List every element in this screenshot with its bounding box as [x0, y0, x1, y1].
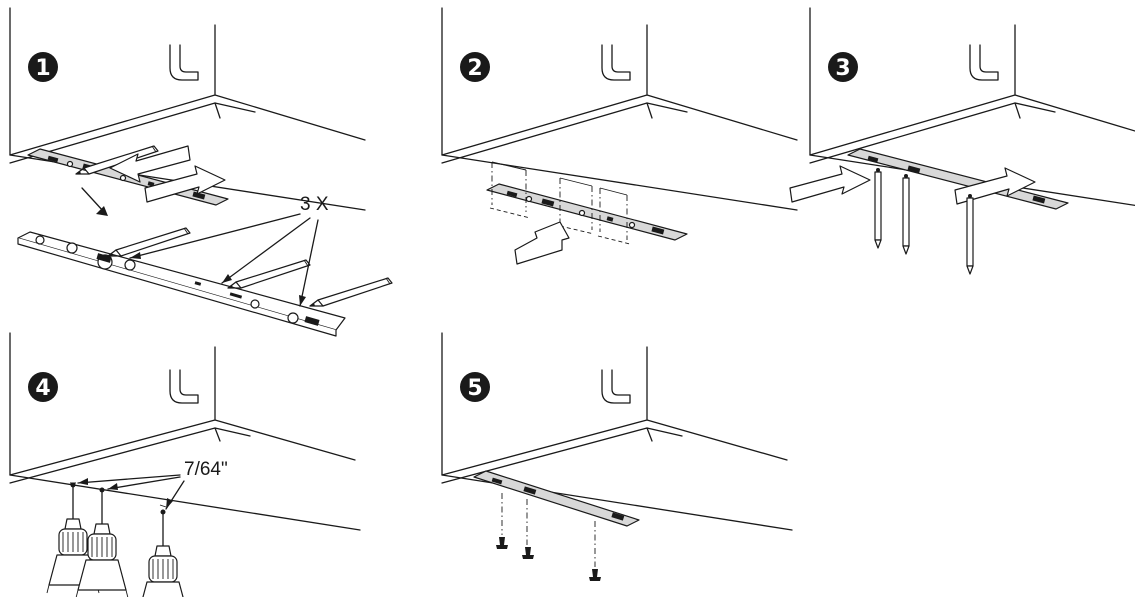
step-badge-1: [28, 52, 58, 82]
screw-icon: [496, 537, 508, 549]
step-1-panel: 1 3 X: [9, 7, 393, 337]
step-number-1: 1: [35, 56, 50, 81]
arrow-icon: [789, 165, 871, 203]
pencil-icon: [107, 227, 191, 257]
pencil-icon: [227, 259, 311, 289]
mounting-bracket-icon: [17, 231, 346, 337]
count-label: 3 X: [300, 194, 329, 215]
pipe-icon: [601, 369, 631, 404]
pencil-icon: [966, 193, 974, 275]
step-3-panel: 3: [789, 7, 1135, 275]
step-badge-4: [28, 372, 58, 402]
arrow-icon: [81, 187, 105, 213]
pipe-icon: [169, 369, 199, 404]
step-number-2: 2: [467, 56, 482, 81]
leader-lines: [129, 213, 319, 307]
arrow-icon: [514, 221, 570, 265]
drill-size-label: 7/64": [184, 459, 228, 480]
mounting-bracket-icon: [486, 183, 688, 241]
step-number-5: 5: [467, 376, 482, 401]
screw-icon: [589, 569, 601, 581]
drill-bit-icon: [136, 508, 190, 597]
step-badge-5: [460, 372, 490, 402]
pencil-icon: [309, 277, 393, 307]
step-badge-2: [460, 52, 490, 82]
step-number-4: 4: [35, 376, 50, 401]
pencil-icon: [902, 173, 910, 255]
pencil-icon: [874, 167, 882, 249]
step-number-3: 3: [835, 56, 850, 81]
step-2-panel: 2: [441, 7, 798, 265]
step-badge-3: [828, 52, 858, 82]
screw-icon: [522, 547, 534, 559]
mounting-bracket-icon: [473, 470, 640, 527]
step-4-panel: 4 7/64": [9, 332, 361, 597]
step-5-panel: 5: [441, 332, 793, 581]
